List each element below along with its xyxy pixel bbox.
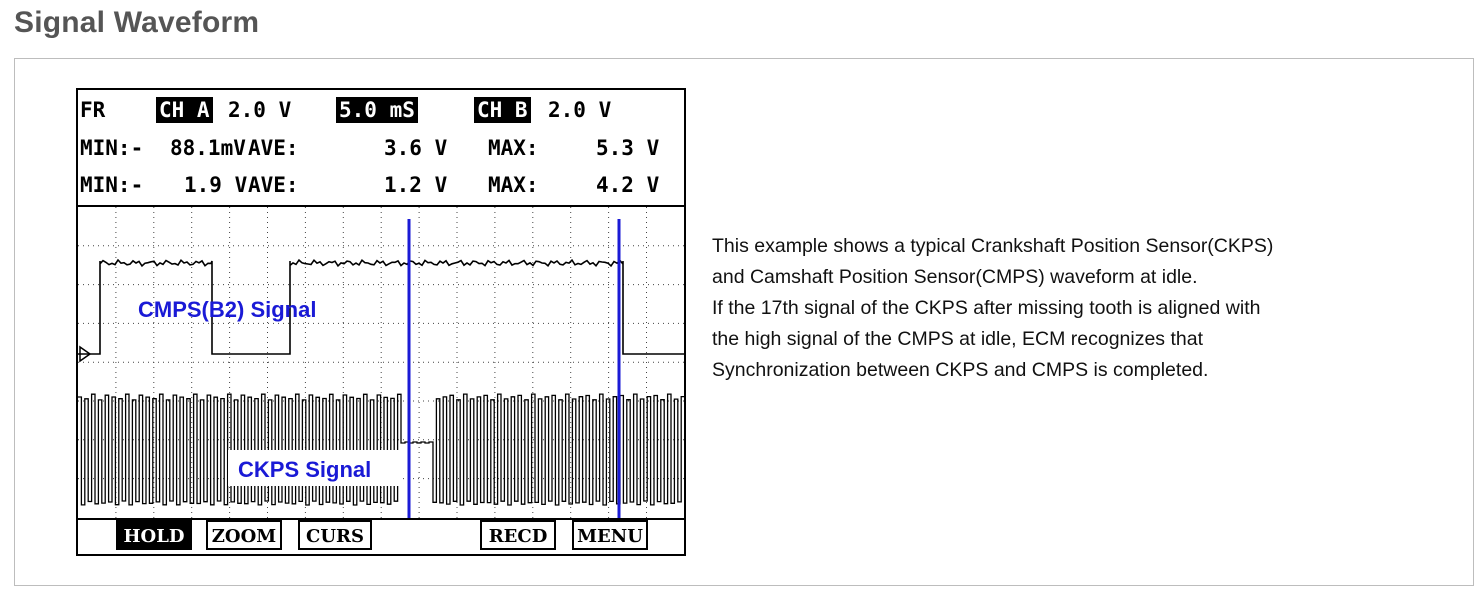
channel-a-ave: 3.6 V (384, 136, 448, 160)
channel-a-stats-row: MIN:- 88.1mV AVE: 3.6 V MAX: 5.3 V (78, 130, 659, 166)
description-line: This example shows a typical Crankshaft … (712, 235, 1274, 257)
cmps-signal-label: CMPS(B2) Signal (138, 297, 316, 322)
ave-label: AVE: (248, 173, 299, 197)
trigger-marker-icon (79, 345, 92, 363)
description-line: If the 17th signal of the CKPS after mis… (712, 297, 1261, 319)
description-line: and Camshaft Position Sensor(CMPS) wavef… (712, 266, 1198, 288)
scope-header-row: FR CH A 2.0 V 5.0 mS CH B 2.0 V (78, 92, 611, 128)
max-label: MAX: (488, 173, 539, 197)
page-title: Signal Waveform (14, 6, 260, 39)
ckps-waveform-trace (78, 393, 684, 506)
channel-b-label[interactable]: CH B (474, 97, 531, 123)
description-line: Synchronization between CKPS and CMPS is… (712, 359, 1209, 381)
channel-a-max: 5.3 V (596, 136, 660, 160)
description-line: the high signal of the CMPS at idle, ECM… (712, 328, 1204, 350)
ave-label: AVE: (248, 136, 299, 160)
channel-b-ave: 1.2 V (384, 173, 448, 197)
channel-b-scale: 2.0 V (548, 98, 612, 122)
recd-button[interactable]: RECD (480, 520, 556, 550)
menu-button[interactable]: MENU (572, 520, 648, 550)
ckps-signal-label: CKPS Signal (238, 457, 371, 482)
waveform-plot: CMPS(B2) Signal CKPS Signal (78, 207, 684, 518)
channel-b-max: 4.2 V (596, 173, 660, 197)
channel-b-stats-row: MIN:- 1.9 V AVE: 1.2 V MAX: 4.2 V (78, 167, 659, 203)
softkey-divider (78, 518, 684, 520)
channel-a-min: 88.1mV (170, 136, 246, 160)
channel-a-label[interactable]: CH A (156, 97, 213, 123)
mode-label: FR (80, 98, 106, 122)
cmps-trace-path (78, 258, 684, 355)
min-label: MIN:- (80, 173, 144, 197)
channel-a-scale: 2.0 V (228, 98, 292, 122)
zoom-button[interactable]: ZOOM (206, 520, 282, 550)
waveform-description: This example shows a typical Crankshaft … (712, 231, 1462, 386)
curs-button[interactable]: CURS (298, 520, 372, 550)
header-divider (78, 205, 684, 207)
oscilloscope-screen: FR CH A 2.0 V 5.0 mS CH B 2.0 V MIN:- 88… (76, 88, 686, 556)
max-label: MAX: (488, 136, 539, 160)
timebase-label[interactable]: 5.0 mS (336, 97, 418, 123)
channel-b-min: 1.9 V (184, 173, 248, 197)
cmps-waveform-trace (78, 258, 684, 355)
hold-button[interactable]: HOLD (116, 520, 192, 550)
min-label: MIN:- (80, 136, 144, 160)
ckps-trace-path (78, 393, 684, 506)
